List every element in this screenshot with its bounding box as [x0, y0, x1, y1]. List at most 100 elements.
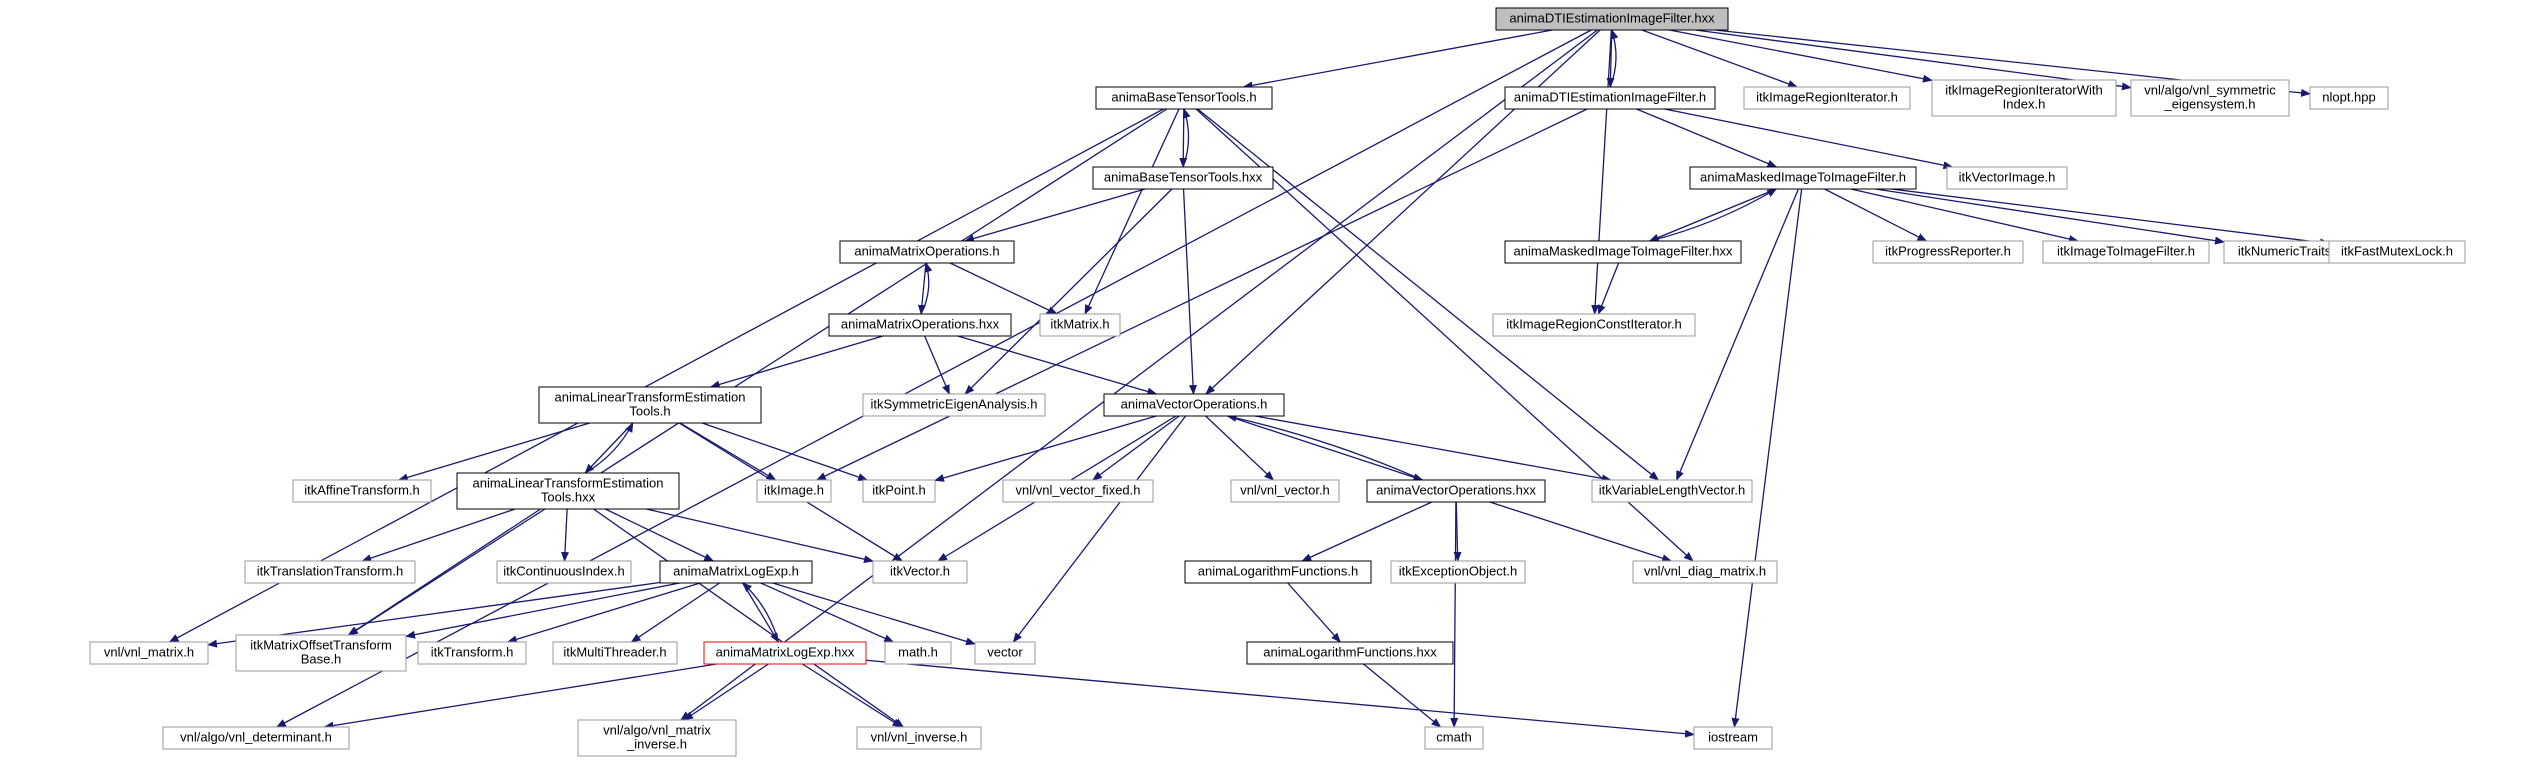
node-box [1039, 313, 1121, 337]
node-btt_h[interactable]: animaBaseTensorTools.h [1095, 86, 1273, 110]
node-box [1002, 479, 1154, 503]
node-box [1184, 560, 1372, 584]
edge-vo_hxx-to-lf_h [1301, 501, 1433, 562]
node-box [456, 472, 680, 510]
edge-btt_hxx-to-mo_h [964, 188, 1146, 243]
node-label: itkImage.h [764, 482, 824, 497]
node-box [839, 240, 1015, 264]
node-label: itkTranslationTransform.h [257, 563, 403, 578]
node-box [1504, 86, 1716, 110]
node-vo_hxx[interactable]: animaVectorOperations.hxx [1366, 479, 1546, 503]
edge-mle_hxx-to-vnl_determinant [323, 663, 717, 730]
edge-vo_hxx-to-itkExceptionObject [1453, 501, 1462, 562]
nodes-layer: animaDTIEstimationImageFilter.hxx animaBa… [89, 7, 2466, 757]
node-box [974, 641, 1036, 665]
node-label: animaMatrixLogExp.hxx [716, 644, 855, 659]
node-box [856, 726, 982, 750]
node-vo_h[interactable]: animaVectorOperations.h [1103, 393, 1285, 417]
edge-vo_h-to-vnl_vector_fixed [1092, 415, 1180, 481]
node-label: vnl/vnl_diag_matrix.h [1644, 563, 1766, 578]
node-label: Tools.h [629, 403, 670, 418]
node-label: Base.h [301, 651, 341, 666]
node-box [1492, 313, 1696, 337]
edge-ltet_hxx-to-itkTranslationTransform [361, 508, 516, 562]
node-label: itkMatrix.h [1050, 316, 1109, 331]
node-itkImage: itkImage.h [756, 479, 832, 503]
node-mo_h[interactable]: animaMatrixOperations.h [839, 240, 1015, 264]
edge-lf_h-to-lf_hxx [1287, 582, 1341, 643]
edge-mle_hxx-to-vnl_inverse [801, 663, 903, 728]
node-label: itkFastMutexLock.h [2341, 243, 2453, 258]
node-mitif_hxx[interactable]: animaMaskedImageToImageFilter.hxx [1504, 240, 1742, 264]
node-mo_hxx[interactable]: animaMatrixOperations.hxx [828, 313, 1012, 337]
edge-mo_h-to-mo_hxx [917, 262, 927, 315]
node-itkImageRegionConstIterator: itkImageRegionConstIterator.h [1492, 313, 1696, 337]
node-box [1092, 166, 1274, 190]
node-lf_hxx[interactable]: animaLogarithmFunctions.hxx [1246, 641, 1454, 665]
node-itkFastMutexLock: itkFastMutexLock.h [2328, 240, 2466, 264]
node-label: animaBaseTensorTools.h [1111, 89, 1256, 104]
node-box [872, 560, 968, 584]
node-itkMultiThreader: itkMultiThreader.h [552, 641, 678, 665]
edge-mle_h-to-mle_hxx [742, 582, 779, 643]
edge-mitif_hxx-to-itkImageRegionConstIterator [1597, 262, 1620, 315]
node-box [1230, 479, 1340, 503]
node-itkPoint: itkPoint.h [862, 479, 936, 503]
node-box [2328, 240, 2466, 264]
node-vnl_vector_fixed: vnl/vnl_vector_fixed.h [1002, 479, 1154, 503]
node-dtief_h[interactable]: animaDTIEstimationImageFilter.h [1504, 86, 1716, 110]
edge-ltet_h-to-ltet_hxx [584, 422, 634, 474]
node-label: itkImageRegionIteratorWith [1945, 82, 2103, 97]
node-box [884, 641, 952, 665]
node-box [552, 641, 678, 665]
node-btt_hxx[interactable]: animaBaseTensorTools.hxx [1092, 166, 1274, 190]
edge-vo_h-to-itkVLV [1255, 415, 1612, 483]
node-label: animaBaseTensorTools.hxx [1104, 169, 1263, 184]
node-box [1103, 393, 1285, 417]
node-itkVLV: itkVariableLengthVector.h [1591, 479, 1753, 503]
node-label: itkImageToImageFilter.h [2057, 243, 2195, 258]
node-box [1095, 86, 1273, 110]
node-box [417, 641, 527, 665]
node-box [162, 726, 350, 750]
edge-root-to-itkImageRegionConstIterator [1591, 29, 1612, 315]
node-itkProgressReporter: itkProgressReporter.h [1872, 240, 2024, 264]
edge-btt_h-to-vnl_matrix [168, 108, 1164, 643]
edge-mo_h-to-itkMatrix [949, 262, 1058, 315]
node-label: cmath [1436, 729, 1471, 744]
node-label: vnl/vnl_inverse.h [871, 729, 968, 744]
node-label: Tools.hxx [541, 489, 596, 504]
edge-ltet_hxx-to-ltet_h [584, 422, 634, 474]
node-lf_h[interactable]: animaLogarithmFunctions.h [1184, 560, 1372, 584]
edge-mle_h-to-itkMultiThreader [630, 582, 720, 643]
node-label: vnl/vnl_vector.h [1240, 482, 1330, 497]
node-itkTransform: itkTransform.h [417, 641, 527, 665]
node-mle_h[interactable]: animaMatrixLogExp.h [659, 560, 813, 584]
node-box [2130, 79, 2290, 117]
node-itkVectorImage: itkVectorImage.h [1946, 166, 2068, 190]
node-box [89, 641, 209, 665]
node-box [1424, 726, 1484, 750]
node-mle_hxx[interactable]: animaMatrixLogExp.hxx [703, 641, 867, 665]
node-label: Index.h [2003, 96, 2046, 111]
node-label: animaVectorOperations.h [1121, 396, 1268, 411]
node-box [496, 560, 632, 584]
node-box [235, 634, 407, 672]
node-mitif_h[interactable]: animaMaskedImageToImageFilter.h [1689, 166, 1917, 190]
node-label: animaLinearTransformEstimation [555, 389, 746, 404]
node-root[interactable]: animaDTIEstimationImageFilter.hxx [1495, 7, 1729, 31]
edge-mle_h-to-itkMOTB [405, 582, 680, 639]
edge-btt_h-to-btt_hxx [1179, 108, 1188, 168]
node-label: animaMaskedImageToImageFilter.h [1700, 169, 1906, 184]
node-label: animaMatrixOperations.h [854, 243, 999, 258]
node-label: animaLogarithmFunctions.h [1198, 563, 1358, 578]
node-label: itkImageRegionIterator.h [1756, 89, 1898, 104]
edge-mitif_h-to-itkVLV [1676, 188, 1799, 481]
edge-btt_h-to-itkVLV [1197, 108, 1660, 481]
node-label: vnl/vnl_vector_fixed.h [1015, 482, 1140, 497]
